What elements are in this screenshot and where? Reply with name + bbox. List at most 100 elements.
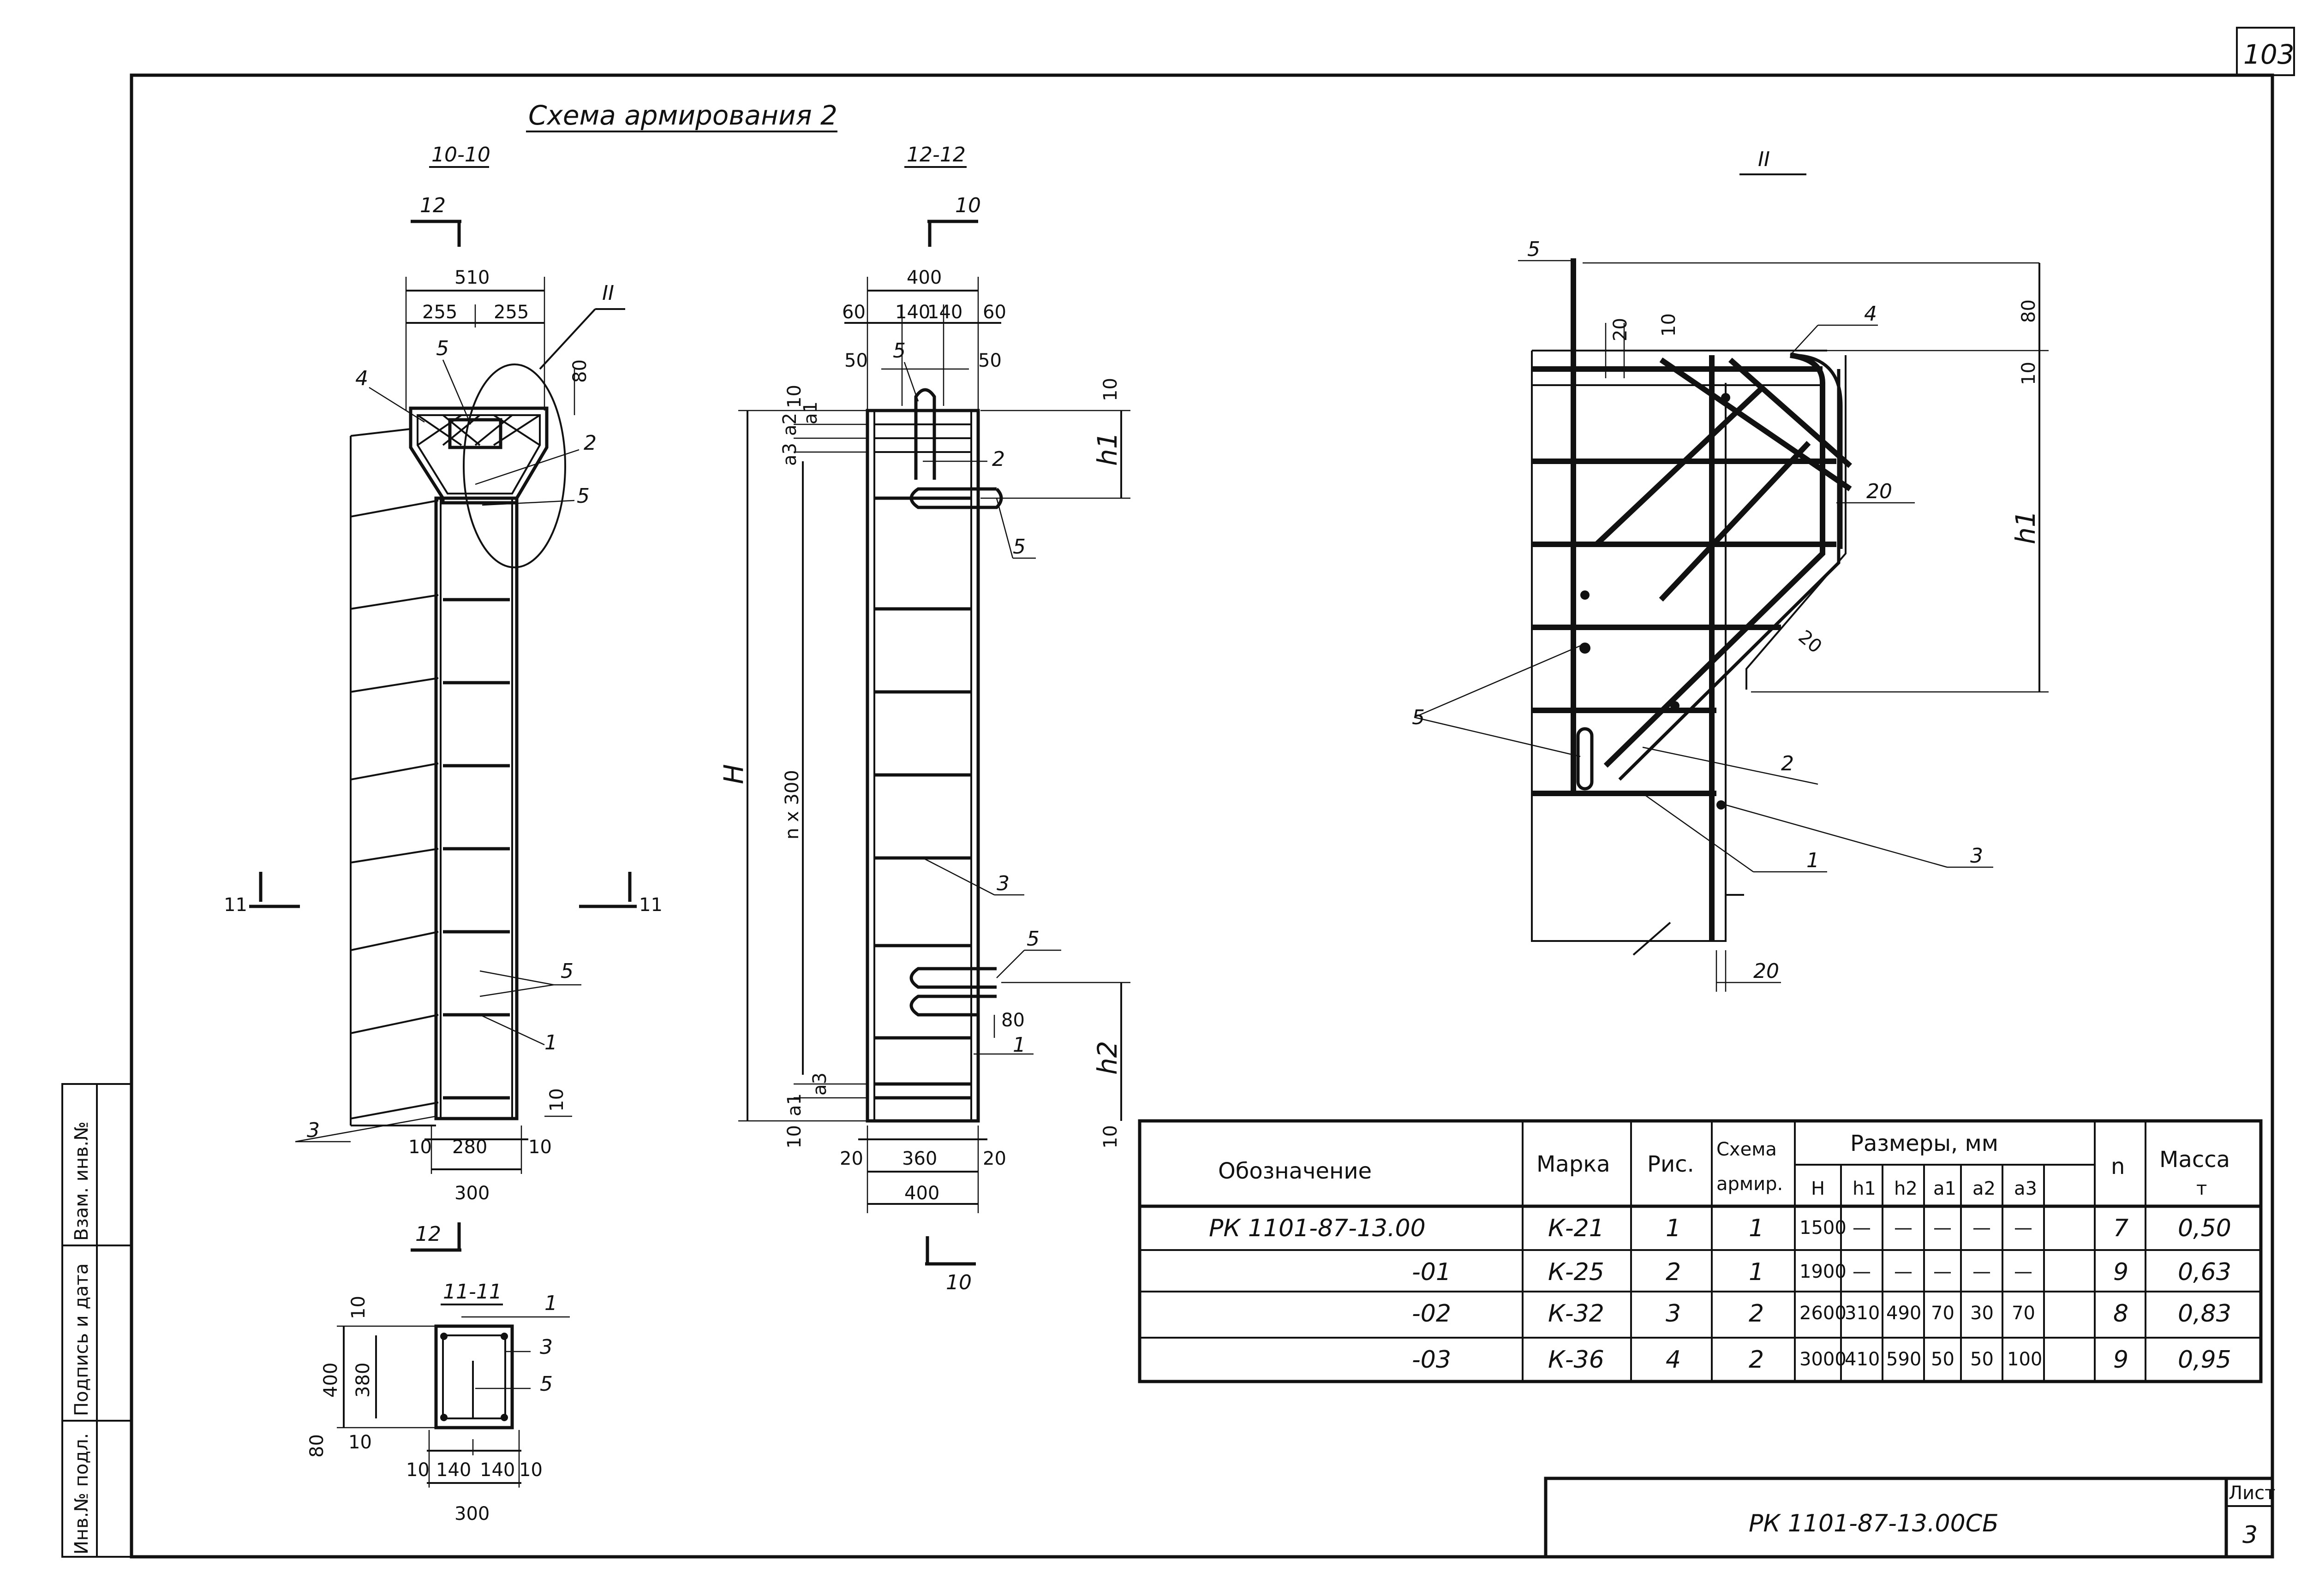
table-row-1-mark: К-21 xyxy=(1548,1215,1604,1242)
table-row-3-n: 8 xyxy=(2113,1300,2128,1328)
table-row-2-a2: — xyxy=(1972,1261,1991,1282)
stamp-code: РК 1101-87-13.00СБ xyxy=(1749,1510,1999,1537)
section-12-dim-10-bot: 10 xyxy=(784,1125,805,1149)
table-row-2-mark: К-25 xyxy=(1548,1258,1604,1286)
section-12-cut-top: 10 xyxy=(955,194,981,217)
detail-II-pos-5-top: 5 xyxy=(1527,238,1540,261)
section-11-dim-400: 400 xyxy=(320,1363,341,1398)
section-10-pos-5-top: 5 xyxy=(436,337,449,360)
table-row-2-H: 1900 xyxy=(1799,1261,1847,1282)
section-12-pos-5-mid: 5 xyxy=(1013,535,1026,559)
section-12-dim-20-l: 20 xyxy=(840,1148,863,1169)
table-row-2-a1: — xyxy=(1933,1261,1952,1282)
section-11-pos-1: 1 xyxy=(544,1292,557,1315)
table-header-a1: a1 xyxy=(1933,1178,1956,1199)
table-row-2-designation: -01 xyxy=(1412,1258,1451,1286)
table-header-mass-unit: т xyxy=(2196,1178,2207,1199)
section-12-dim-10-bot-r: 10 xyxy=(1100,1125,1121,1149)
table-row-2-h2: — xyxy=(1894,1261,1913,1282)
section-11-dim-140-r: 140 xyxy=(480,1459,515,1481)
detail-II-dim-20-c: 20 xyxy=(1794,626,1826,657)
table-row-1-a1: — xyxy=(1933,1217,1952,1239)
table-row-4-a2: 50 xyxy=(1970,1349,1994,1370)
section-11-dim-10-l: 10 xyxy=(406,1459,430,1481)
section-12-dim-360: 360 xyxy=(902,1148,937,1169)
table-row-3-a1: 70 xyxy=(1931,1303,1954,1324)
table-row-3-h1: 310 xyxy=(1845,1303,1880,1324)
table-row-1-H: 1500 xyxy=(1799,1217,1847,1239)
section-12-pos-1: 1 xyxy=(1013,1033,1026,1057)
section-10-dim-510: 510 xyxy=(454,267,490,288)
section-12-dim-a2: a2 xyxy=(779,413,801,436)
section-12-dim-H: H xyxy=(718,764,749,784)
section-12-dim-20-r: 20 xyxy=(983,1148,1006,1169)
section-10-dim-300: 300 xyxy=(454,1183,490,1204)
section-12-dim-400-bot: 400 xyxy=(904,1183,939,1204)
section-11-label: 11-11 xyxy=(443,1280,502,1304)
section-11-dim-10-top: 10 xyxy=(348,1296,369,1319)
section-11-dim-140-l: 140 xyxy=(436,1459,471,1481)
section-10-pos-1: 1 xyxy=(544,1031,557,1054)
section-12-dim-a1: a1 xyxy=(800,401,821,424)
drawing-title: Схема армирования 2 xyxy=(528,100,837,131)
detail-II-dim-20-bot: 20 xyxy=(1753,959,1779,983)
section-10-dim-10-r: 10 xyxy=(528,1137,552,1158)
section-10-cut-11-right: 11 xyxy=(639,894,663,916)
section-10-dim-10-right: 10 xyxy=(546,1088,568,1112)
table-row-4-h2: 590 xyxy=(1886,1349,1921,1370)
table-header-h1: h1 xyxy=(1853,1178,1876,1199)
table-header-H: H xyxy=(1811,1178,1825,1199)
section-10-pos-4: 4 xyxy=(355,367,368,390)
table-row-4-designation: -03 xyxy=(1412,1346,1451,1374)
table-row-4-mark: К-36 xyxy=(1548,1346,1604,1374)
table-row-2-scheme: 1 xyxy=(1749,1258,1764,1286)
side-stamp-col1: Инв.№ подл. xyxy=(71,1433,92,1554)
section-12-dim-60-l: 60 xyxy=(842,302,866,323)
section-11-dim-10-bot: 10 xyxy=(348,1432,372,1453)
side-stamp xyxy=(61,1083,132,1558)
table-row-1-n: 7 xyxy=(2113,1215,2128,1242)
table-header-fig: Рис. xyxy=(1647,1151,1694,1177)
table-header-a3: a3 xyxy=(2014,1178,2037,1199)
table-row-4-a1: 50 xyxy=(1931,1349,1954,1370)
section-12-pos-5-top: 5 xyxy=(893,339,906,363)
section-10-label: 10-10 xyxy=(431,143,490,167)
detail-II-pos-3: 3 xyxy=(1970,844,1983,868)
section-10-pos-5-mid: 5 xyxy=(577,484,590,508)
table-row-2-fig: 2 xyxy=(1666,1258,1681,1286)
detail-II-pos-5-left: 5 xyxy=(1412,706,1425,729)
section-10-detail-ref: II xyxy=(602,281,614,305)
section-11-pos-5: 5 xyxy=(540,1372,553,1396)
table-row-3-fig: 3 xyxy=(1666,1300,1681,1328)
section-10-pos-2: 2 xyxy=(584,431,597,455)
detail-II: II 80 xyxy=(1412,148,2049,992)
table-row-3-h2: 490 xyxy=(1886,1303,1921,1324)
table-row-3-mark: К-32 xyxy=(1548,1300,1604,1328)
table-row-1-mass: 0,50 xyxy=(2178,1215,2231,1242)
table-row-3-a2: 30 xyxy=(1970,1303,1994,1324)
table-row-4-H: 3000 xyxy=(1799,1349,1847,1370)
section-12-pos-2: 2 xyxy=(992,447,1005,471)
detail-II-label: II xyxy=(1758,148,1770,171)
section-12-dim-n300: n x 300 xyxy=(782,770,803,840)
table-header-mass: Масса xyxy=(2159,1147,2230,1173)
detail-II-dim-10-r: 10 xyxy=(2018,362,2039,385)
section-12-dim-60-r: 60 xyxy=(983,302,1006,323)
table-row-1-h1: — xyxy=(1853,1217,1871,1239)
table-row-4-n: 9 xyxy=(2113,1346,2128,1374)
section-12-dim-a3b: a3 xyxy=(809,1072,831,1096)
detail-II-pos-2: 2 xyxy=(1781,752,1794,775)
table-row-2-a3: — xyxy=(2014,1261,2032,1282)
section-12-dim-50-r: 50 xyxy=(978,350,1002,371)
section-11-dim-300: 300 xyxy=(454,1503,490,1525)
section-12-dim-a3: a3 xyxy=(779,443,801,466)
detail-II-dim-20-b: 20 xyxy=(1866,480,1892,503)
table-row-1-h2: — xyxy=(1894,1217,1913,1239)
table-row-4-mass: 0,95 xyxy=(2178,1346,2231,1374)
section-12-dim-80: 80 xyxy=(1001,1010,1025,1031)
section-12-label: 12-12 xyxy=(907,143,966,167)
table-row-4-scheme: 2 xyxy=(1749,1346,1764,1374)
table-header-mark: Марка xyxy=(1536,1151,1610,1177)
section-12-dim-50-l: 50 xyxy=(844,350,868,371)
